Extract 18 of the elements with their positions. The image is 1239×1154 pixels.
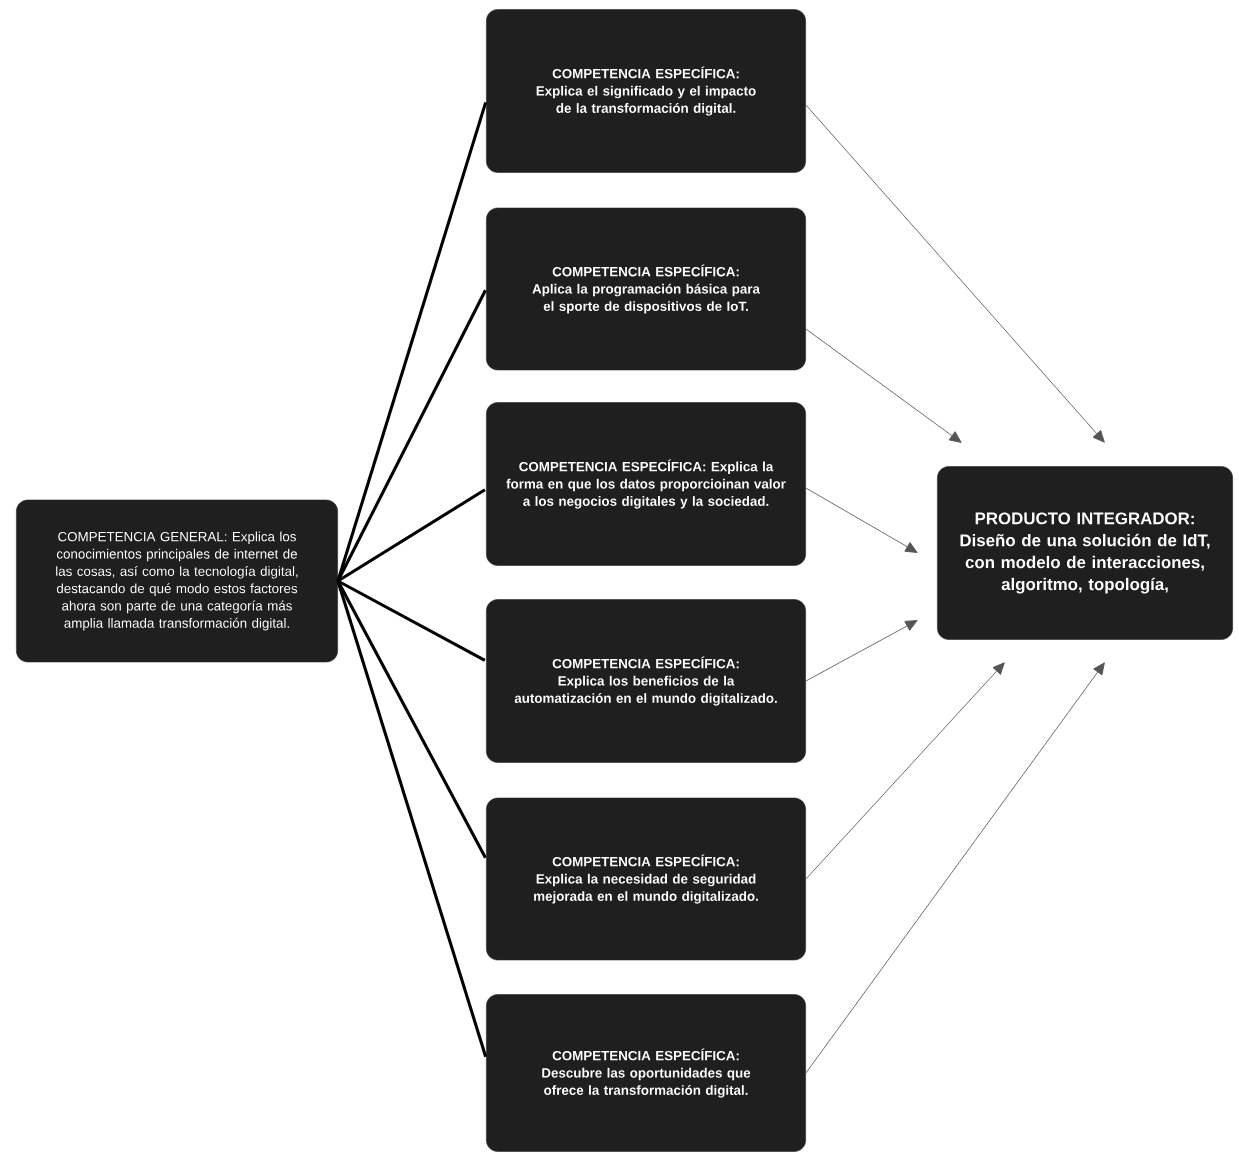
connector-line [337, 488, 486, 583]
arrow [805, 662, 1105, 1074]
competency-box: COMPETENCIA ESPECÍFICA: Explica el significado y el impacto de la transformación digital. [486, 9, 806, 173]
connector-line [336, 101, 488, 582]
competency-box: COMPETENCIA ESPECÍFICA: Descubre las oportunidades que ofrece la transformación digital. [486, 994, 806, 1152]
competency-box: COMPETENCIA ESPECÍFICA: Explica los beneficios de la automatización en el mundo digitalizado. [486, 599, 806, 763]
competency-box: COMPETENCIA GENERAL: Explica los conocimientos principales de internet de las cosas, así como la tecnología digital, destacando de qué modo estos factores ahora son parte de una categoría más amplia llamada transformación digital. [16, 499, 338, 663]
competency-box: COMPETENCIA ESPECÍFICA: Explica la necesidad de seguridad mejorada en el mundo digitalizado. [486, 797, 806, 961]
arrow [805, 104, 1105, 443]
arrow [805, 662, 1005, 880]
competency-box: COMPETENCIA ESPECÍFICA: Aplica la programación básica para el sporte de dispositivos de IoT. [486, 207, 806, 371]
competency-box: COMPETENCIA ESPECÍFICA: Explica la forma en que los datos proporcioinan valor a los negocios digitales y la sociedad. [486, 402, 806, 566]
arrow [805, 487, 918, 553]
competency-box: PRODUCTO INTEGRADOR: Diseño de una solución de IdT, con modelo de interacciones, algoritmo, topología, [937, 466, 1233, 640]
connector-line [336, 580, 488, 1058]
arrow [805, 620, 918, 682]
connector-line [337, 579, 486, 662]
arrow [805, 328, 962, 443]
